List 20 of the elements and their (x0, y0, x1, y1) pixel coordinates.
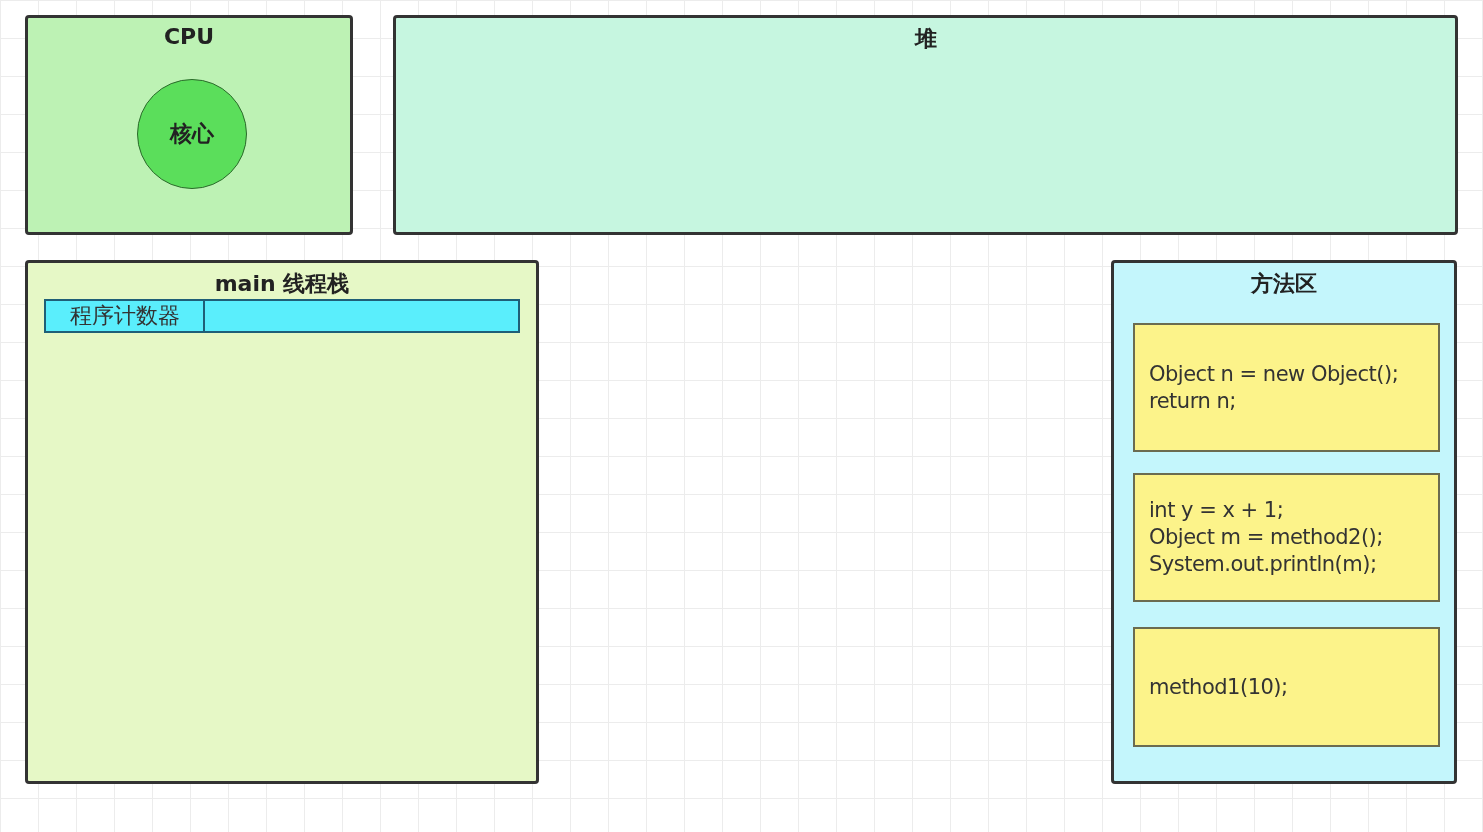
code-block (1133, 323, 1440, 452)
code-line: Object m = method2(); (1149, 524, 1383, 551)
code-line: Object n = new Object(); (1149, 360, 1399, 388)
code-line: return n; (1149, 387, 1237, 415)
code-block (1133, 473, 1440, 602)
core-circle: 核心 (137, 79, 247, 189)
panel-title: main 线程栈 (213, 270, 351, 298)
method-area-panel (1111, 260, 1457, 784)
code-line: int y = x + 1; (1149, 497, 1285, 524)
code-line: method1(10); (1149, 673, 1288, 701)
row-label: 程序计数器 (46, 301, 205, 331)
code-block (1133, 627, 1440, 747)
heap-panel (393, 15, 1458, 235)
code-line: System.out.println(m); (1149, 551, 1378, 578)
cpu-panel (25, 15, 353, 235)
stack-panel (25, 260, 539, 784)
panel-title: 方法区 (1250, 270, 1318, 298)
panel-title: CPU (162, 24, 216, 49)
program-counter-row (44, 299, 520, 333)
panel-title: 堆 (913, 25, 938, 53)
